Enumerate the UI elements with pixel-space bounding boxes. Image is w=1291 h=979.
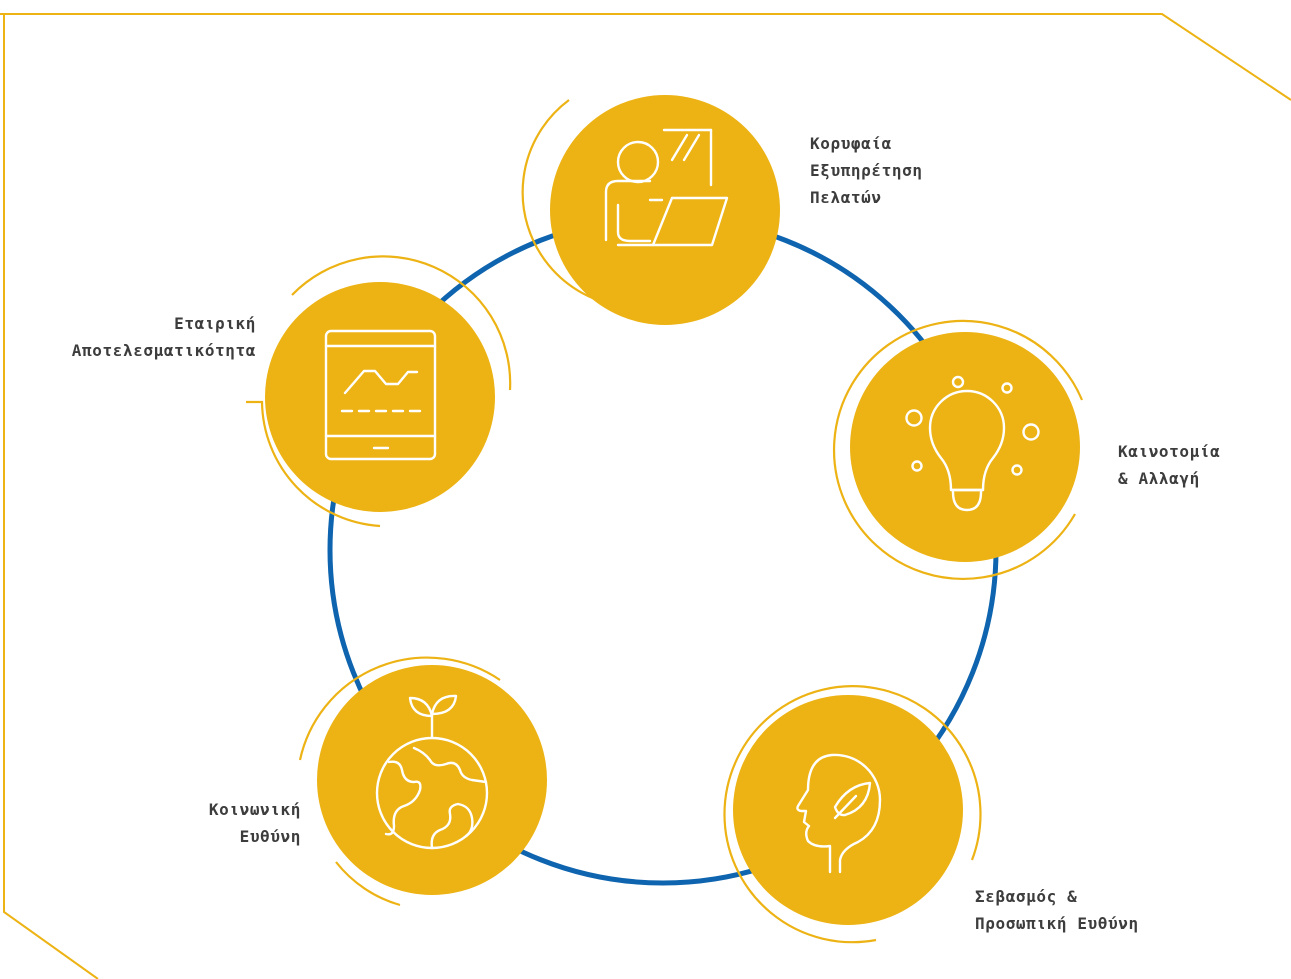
label-line: Σεβασμός &: [975, 887, 1078, 906]
person-laptop-icon: [604, 128, 729, 247]
node-outline-arc: [246, 400, 381, 528]
node-respect: [723, 685, 982, 944]
node-outline-arc: [723, 685, 982, 944]
node-outline-arc: [832, 319, 1084, 580]
tablet-chart-icon: [324, 329, 437, 461]
node-innovation: [832, 319, 1084, 580]
head-leaf-icon: [796, 753, 882, 874]
label-respect: Σεβασμός & Προσωπική Ευθύνη: [975, 883, 1139, 937]
node-circle: [850, 332, 1080, 562]
node-outline-arc: [291, 255, 512, 391]
node-customer-service: [521, 95, 780, 325]
node-circle: [733, 695, 963, 925]
node-circle: [317, 665, 547, 895]
label-line: & Αλλαγή: [1118, 469, 1200, 488]
node-circle: [550, 95, 780, 325]
label-line: Εταιρική: [174, 314, 256, 333]
label-line: Πελατών: [810, 188, 882, 207]
node-outline-arc: [298, 656, 501, 761]
label-line: Κορυφαία: [810, 134, 892, 153]
label-line: Εξυπηρέτηση: [810, 161, 923, 180]
label-line: Προσωπική Ευθύνη: [975, 914, 1139, 933]
label-line: Αποτελεσματικότητα: [71, 341, 256, 360]
node-social-responsibility: [298, 656, 547, 907]
lightbulb-icon: [905, 375, 1040, 512]
label-corporate-efficiency: Εταιρική Αποτελεσματικότητα: [72, 310, 256, 364]
globe-sprout-icon: [375, 694, 489, 850]
node-circle: [265, 282, 495, 512]
label-customer-service: Κορυφαία Εξυπηρέτηση Πελατών: [810, 130, 923, 211]
label-line: Κοινωνική: [208, 800, 301, 819]
node-outline-arc: [335, 861, 401, 907]
label-line: Ευθύνη: [239, 827, 301, 846]
node-corporate-efficiency: [246, 255, 512, 528]
label-innovation: Καινοτομία & Αλλαγή: [1118, 438, 1220, 492]
label-social-responsibility: Κοινωνική Ευθύνη: [209, 796, 301, 850]
label-line: Καινοτομία: [1118, 442, 1221, 461]
